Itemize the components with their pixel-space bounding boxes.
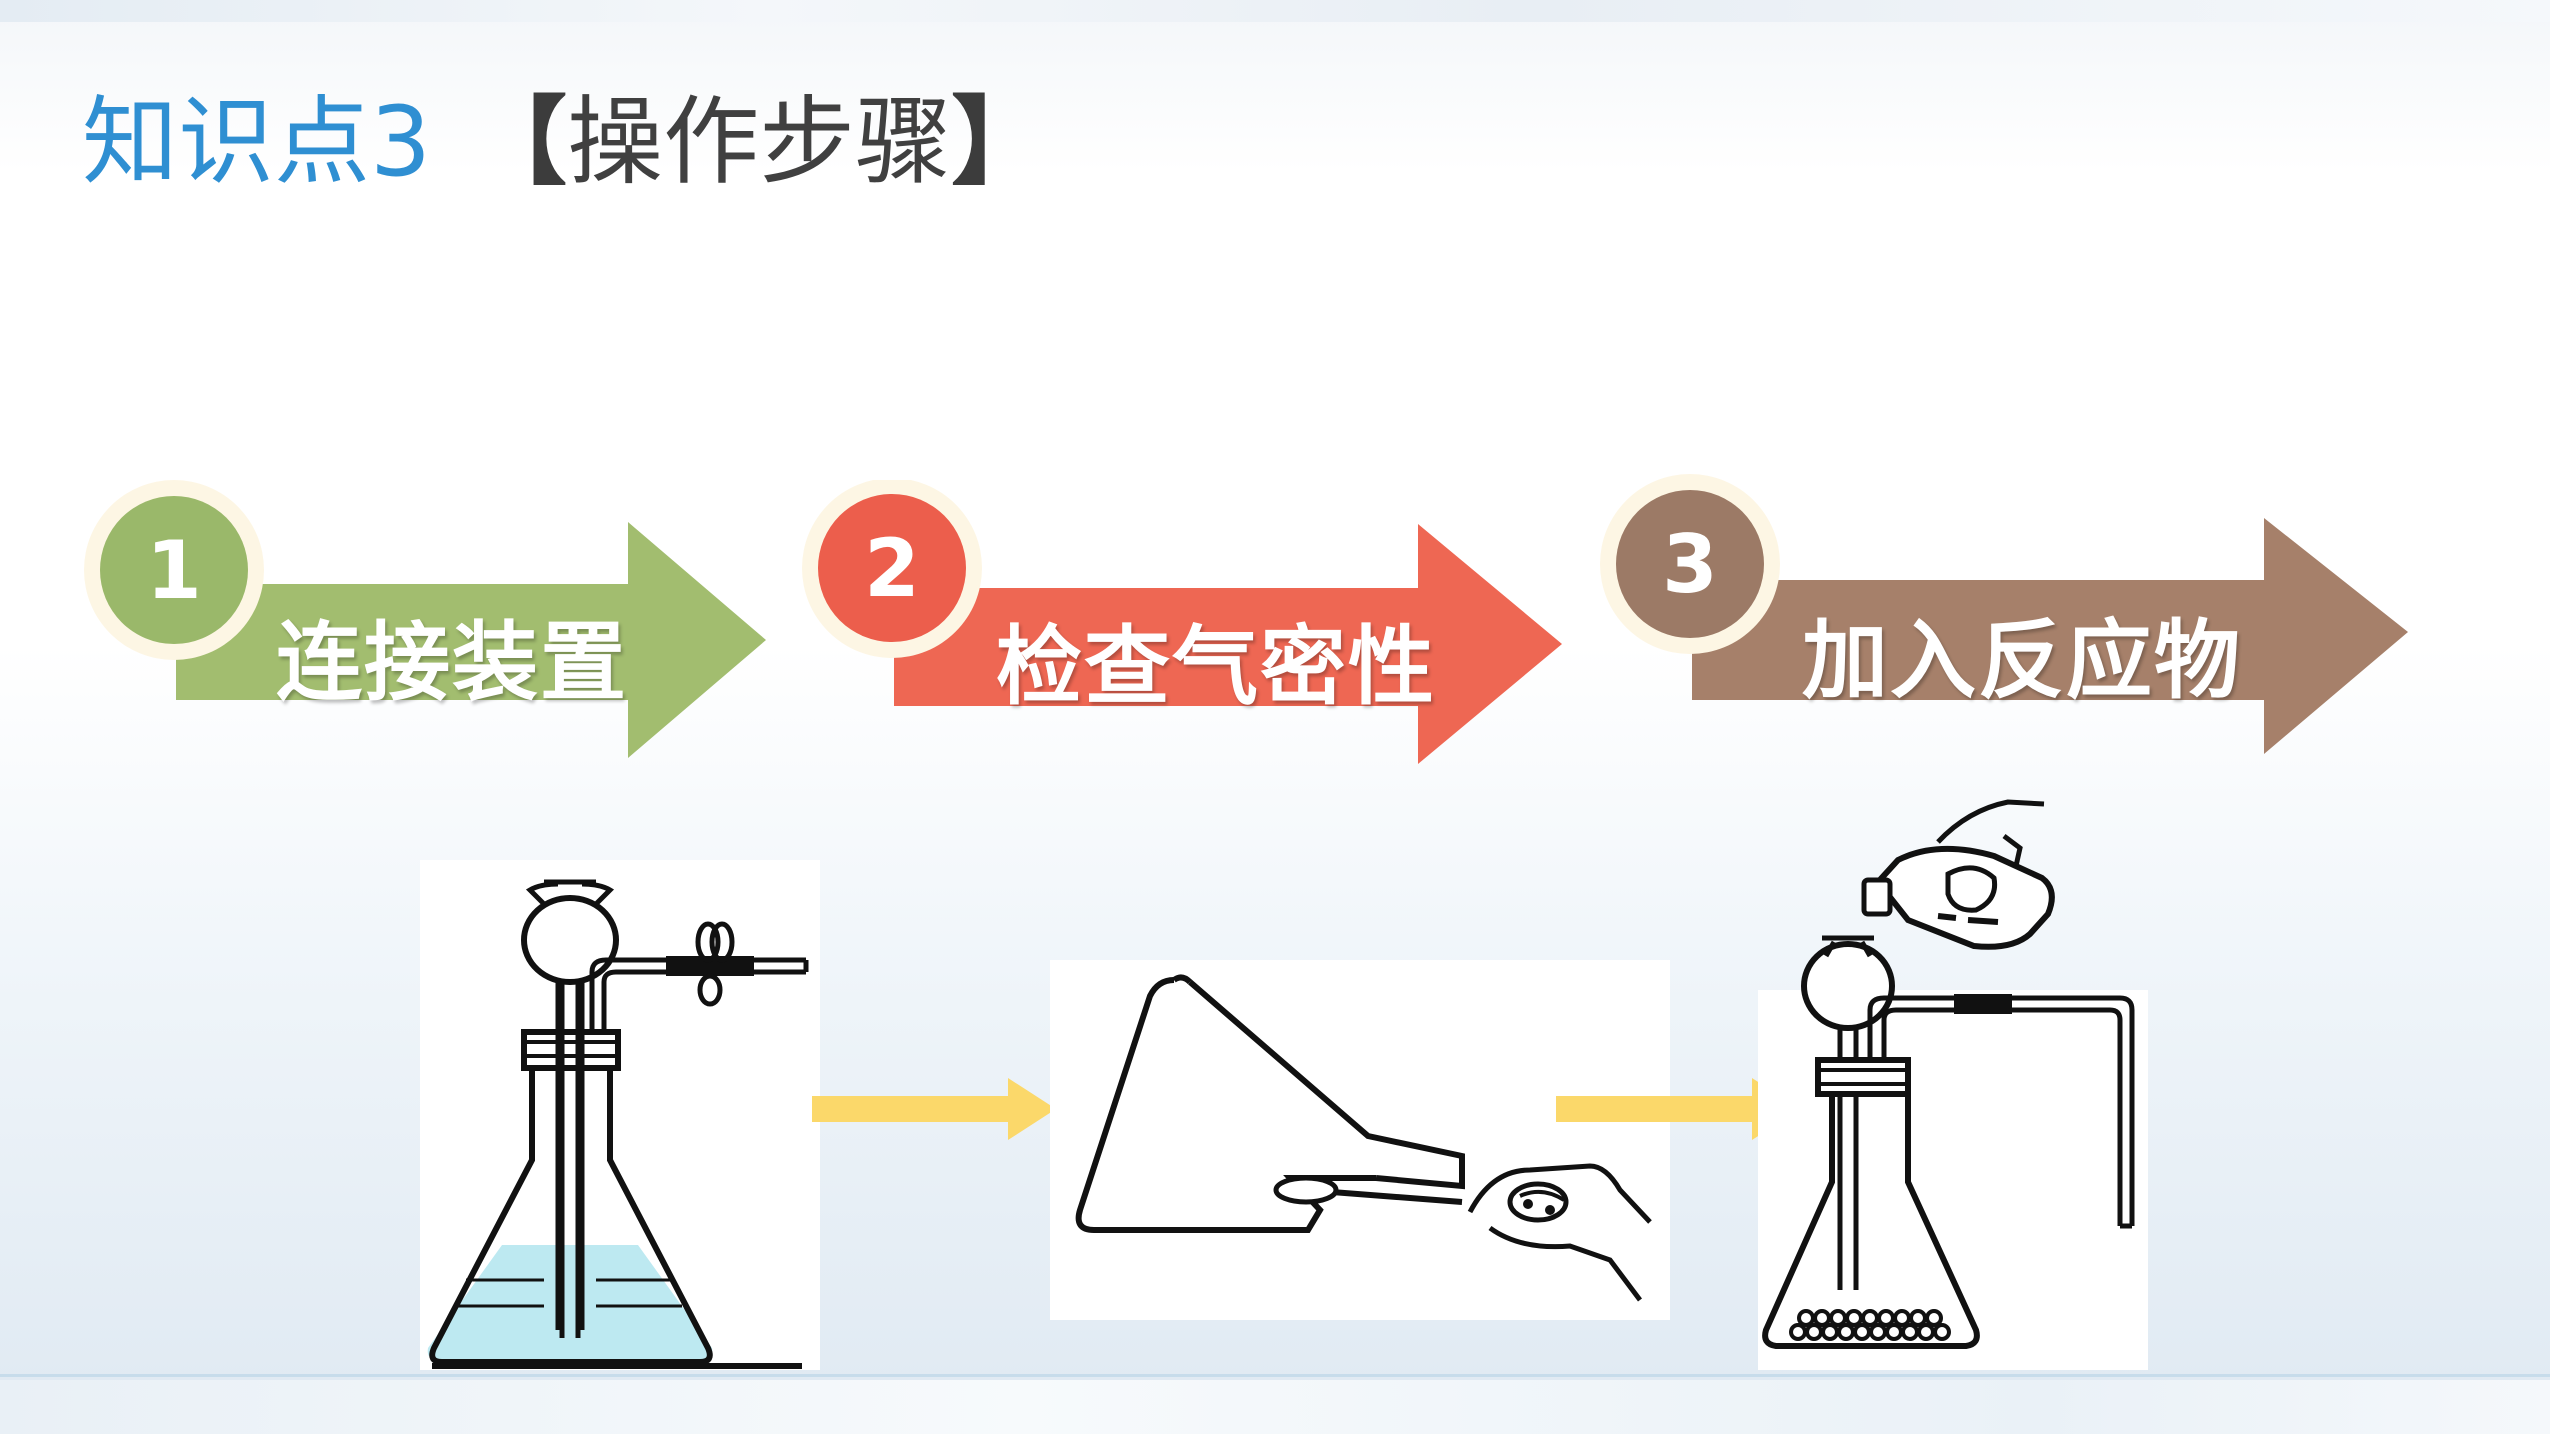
- step-2-arrow: [894, 524, 1562, 764]
- step-1-arrow: [176, 522, 766, 758]
- pouring-reagent-into-flask-icon: [1758, 799, 2148, 1370]
- flask-with-thistle-funnel-and-clamp-icon: [420, 860, 820, 1370]
- step-2-circle: [818, 494, 966, 642]
- step-3-circle: [1616, 490, 1764, 638]
- step-1-number: 1: [146, 523, 202, 617]
- step-1-circle: [100, 496, 248, 644]
- top-decoration: [0, 0, 2550, 22]
- step-3-label: 加入反应物: [1802, 611, 2242, 711]
- connector-arrow-1: [812, 1078, 1056, 1140]
- bottom-divider: [0, 1374, 2550, 1377]
- step-2-label: 检查气密性: [996, 617, 1436, 717]
- page-title: 知识点3 【操作步骤】: [82, 82, 1047, 202]
- step-3-number: 3: [1662, 517, 1718, 611]
- step-3-arrow: [1692, 518, 2408, 754]
- title-main: 操作步骤: [567, 86, 952, 198]
- connector-arrow-2: [1556, 1078, 1800, 1140]
- step-2: 2 检查气密性: [798, 480, 1578, 780]
- step-1: 1 连接装置: [80, 480, 780, 770]
- bottom-decoration: [0, 1380, 2550, 1434]
- title-main-group: 【操作步骤】: [471, 94, 1047, 190]
- step-3-arrow-shape: [1600, 474, 2408, 754]
- step-1-label: 连接装置: [276, 613, 628, 713]
- step-2-arrow-shape: [802, 480, 1562, 764]
- title-prefix: 知识点3: [82, 86, 432, 198]
- title-bracket-close: 】: [951, 86, 1048, 198]
- title-bracket-open: 【: [471, 86, 568, 198]
- hand-holding-flask-airtightness-check-icon: [1050, 960, 1670, 1320]
- step-1-arrow-shape: [84, 480, 766, 758]
- step-2-number: 2: [864, 521, 920, 615]
- step-3: 3 加入反应物: [1596, 474, 2416, 774]
